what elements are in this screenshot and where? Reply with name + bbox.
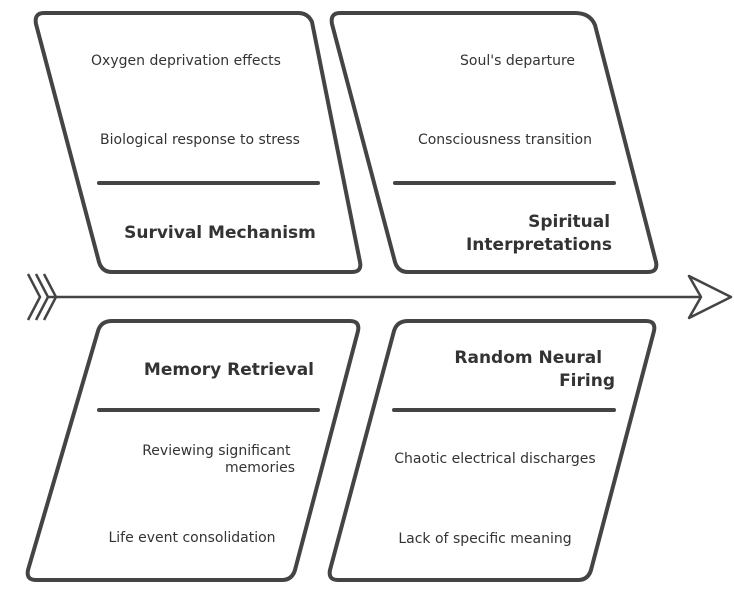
category-title-neural: Random Neural Firing <box>454 348 615 391</box>
category-box-survival: Oxygen deprivation effects Biological re… <box>33 11 363 274</box>
category-title-spiritual: Spiritual Interpretations <box>466 212 616 255</box>
cause-survival-1: Oxygen deprivation effects <box>91 53 281 69</box>
cause-survival-2: Biological response to stress <box>100 132 300 148</box>
category-title-memory: Memory Retrieval <box>144 360 314 380</box>
cause-spiritual-1: Soul's departure <box>460 53 575 69</box>
cause-neural-2: Lack of specific meaning <box>398 531 571 547</box>
tail-icon <box>26 273 58 321</box>
category-box-memory: Memory Retrieval Reviewing significant m… <box>25 319 361 582</box>
category-box-neural: Random Neural Firing Chaotic electrical … <box>327 319 657 582</box>
cause-memory-2: Life event consolidation <box>108 530 275 546</box>
cause-spiritual-2: Consciousness transition <box>418 132 592 148</box>
cause-memory-1: Reviewing significant memories <box>142 443 295 476</box>
category-title-survival: Survival Mechanism <box>124 223 316 243</box>
category-box-spiritual: Soul's departure Consciousness transitio… <box>329 11 659 274</box>
spine <box>26 273 733 321</box>
cause-neural-1: Chaotic electrical discharges <box>394 451 595 467</box>
arrow-head-icon <box>687 274 733 320</box>
